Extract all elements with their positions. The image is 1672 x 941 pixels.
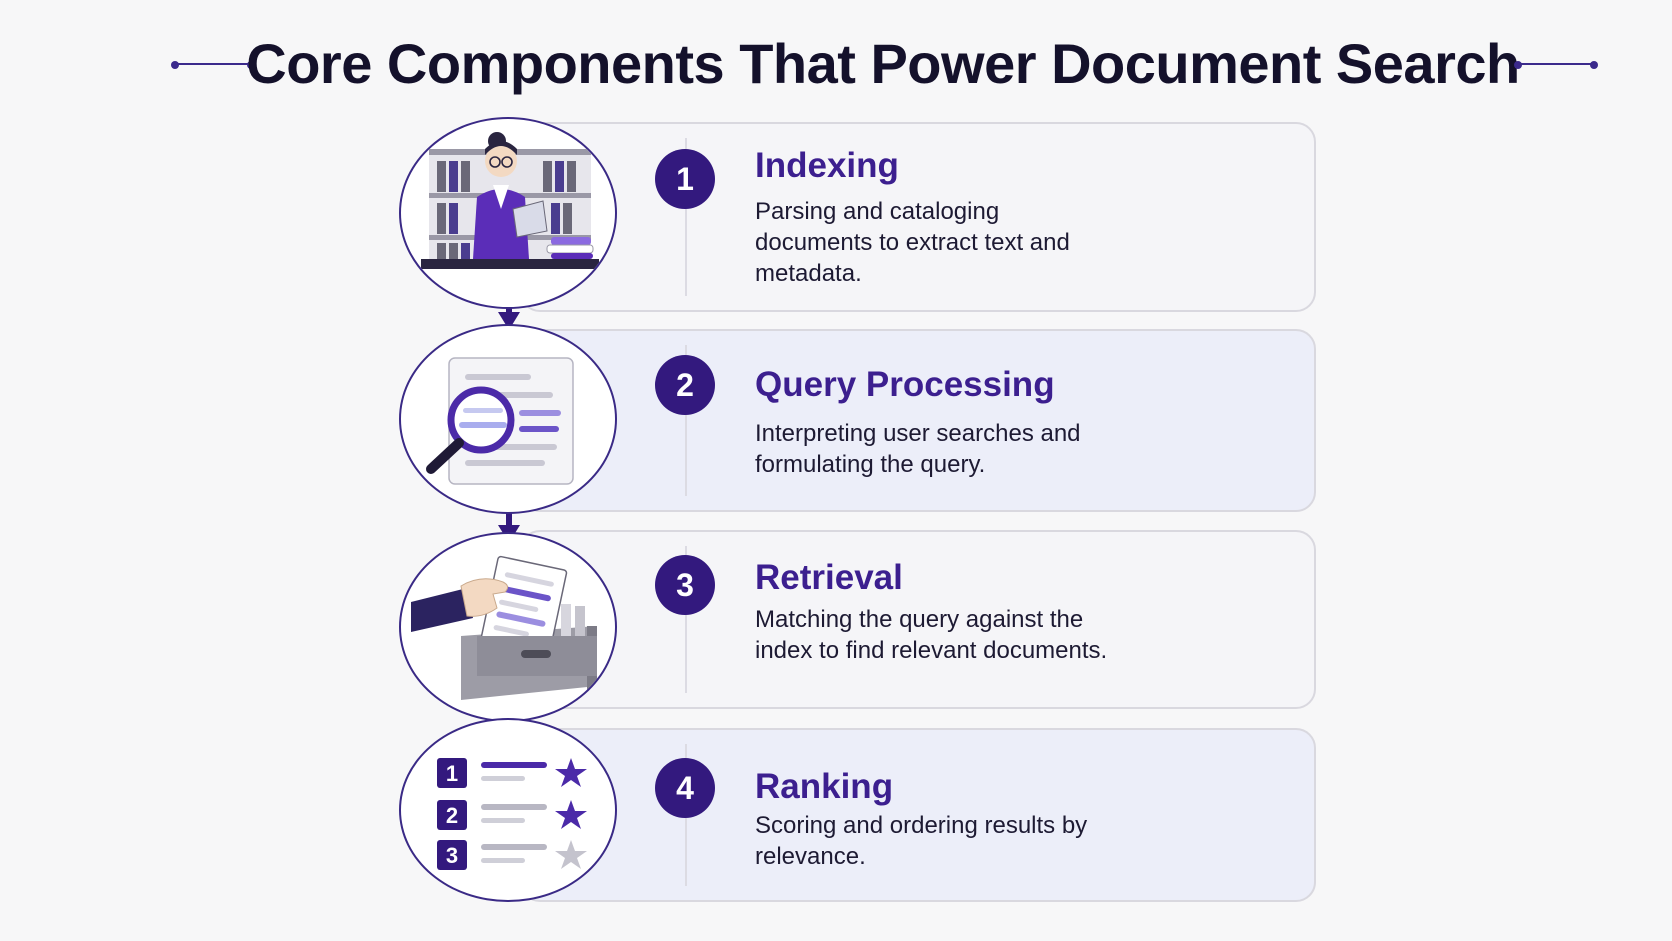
step-card-ranking: 4 Ranking Scoring and ordering results b… <box>520 728 1316 902</box>
file-drawer-retrieval-icon <box>399 532 617 722</box>
step-number-badge: 4 <box>655 758 715 818</box>
rank-label: 3 <box>446 843 458 868</box>
step-title: Retrieval <box>755 558 903 597</box>
step-card-query-processing: 2 Query Processing Interpreting user sea… <box>520 329 1316 512</box>
title-decoration-left <box>171 61 255 69</box>
rank-label: 2 <box>446 803 458 828</box>
step-description: Scoring and ordering results by relevanc… <box>755 812 1088 870</box>
page-title: Core Components That Power Document Sear… <box>246 32 1520 95</box>
magnifier-document-icon <box>399 324 617 514</box>
card-divider <box>685 546 687 693</box>
step-number-badge: 3 <box>655 555 715 615</box>
star-icon <box>555 800 587 829</box>
star-icon <box>555 758 587 787</box>
step-card-retrieval: 3 Retrieval Matching the query against t… <box>520 530 1316 709</box>
step-card-indexing: 1 Indexing Parsing and cataloging docume… <box>520 122 1316 312</box>
step-title: Query Processing <box>755 365 1055 404</box>
librarian-reading-icon <box>399 117 617 309</box>
step-title: Ranking <box>755 767 894 806</box>
rank-label: 1 <box>446 761 458 786</box>
card-divider <box>685 138 687 296</box>
ranked-list-stars-icon: 1 2 3 <box>399 718 617 902</box>
step-description: Interpreting user searches and formulati… <box>755 420 1081 478</box>
card-divider <box>685 345 687 496</box>
title-row: Core Components That Power Document Sear… <box>0 28 1672 100</box>
step-number-badge: 2 <box>655 355 715 415</box>
step-description: Matching the query against the index to … <box>755 606 1108 664</box>
step-description: Parsing and cataloging documents to extr… <box>755 198 1070 287</box>
step-title: Indexing <box>755 146 899 185</box>
title-decoration-right <box>1514 61 1598 69</box>
star-icon <box>555 840 587 869</box>
step-number-badge: 1 <box>655 149 715 209</box>
